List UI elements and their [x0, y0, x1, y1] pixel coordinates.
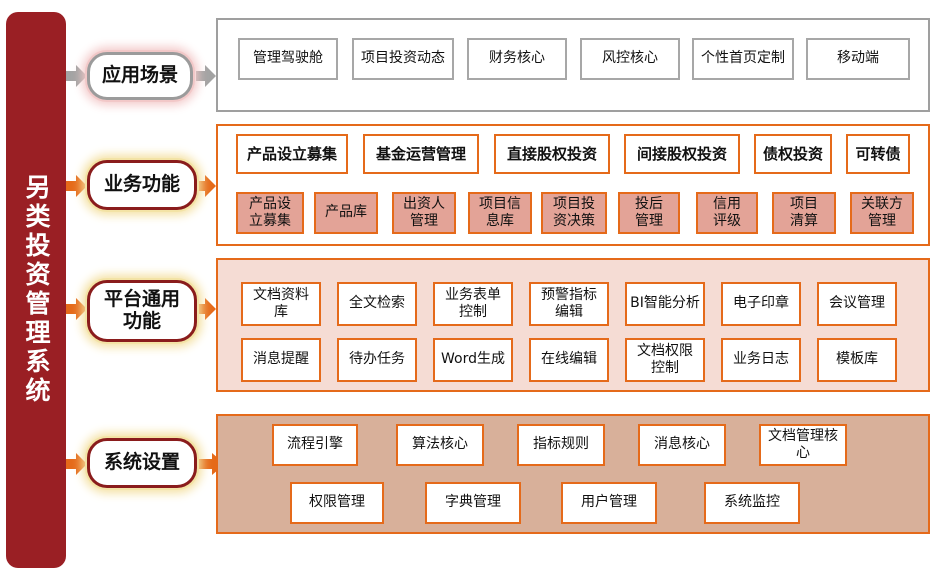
business-sub-item: 项目投 资决策 [541, 192, 607, 234]
row-label-business: 业务功能 [87, 160, 197, 210]
settings-item: 消息核心 [638, 424, 726, 466]
arrow-business-left [66, 175, 87, 197]
platform-item: 消息提醒 [241, 338, 321, 382]
settings-item: 流程引擎 [272, 424, 358, 466]
business-sub-item: 出资人 管理 [392, 192, 456, 234]
business-sub-item: 项目信 息库 [468, 192, 532, 234]
arrow-scenarios-right [196, 65, 216, 87]
arrow-business-right [196, 175, 216, 197]
platform-item: 业务日志 [721, 338, 801, 382]
settings-item: 文档管理核 心 [759, 424, 847, 466]
sidebar-title-bar: 另类投资管理系统 [6, 12, 66, 568]
row-label-scenarios: 应用场景 [87, 52, 193, 100]
business-sub-item: 产品库 [314, 192, 378, 234]
business-main-item: 基金运营管理 [363, 134, 479, 174]
business-sub-item: 投后 管理 [618, 192, 680, 234]
settings-item: 算法核心 [396, 424, 484, 466]
scenario-item: 移动端 [806, 38, 910, 80]
platform-item: 业务表单 控制 [433, 282, 513, 326]
scenario-item: 个性首页定制 [692, 38, 794, 80]
platform-item: 在线编辑 [529, 338, 609, 382]
platform-item: 模板库 [817, 338, 897, 382]
arrow-scenarios-left [66, 65, 87, 87]
platform-item: 文档资料 库 [241, 282, 321, 326]
platform-item: BI智能分析 [625, 282, 705, 326]
panel-business [216, 124, 930, 246]
platform-item: 全文检索 [337, 282, 417, 326]
business-main-item: 产品设立募集 [236, 134, 348, 174]
platform-item: Word生成 [433, 338, 513, 382]
settings-item: 指标规则 [517, 424, 605, 466]
row-label-settings: 系统设置 [87, 438, 197, 488]
scenario-item: 项目投资动态 [352, 38, 454, 80]
settings-item: 系统监控 [704, 482, 800, 524]
business-sub-item: 产品设 立募集 [236, 192, 304, 234]
business-main-item: 直接股权投资 [494, 134, 610, 174]
settings-item: 权限管理 [290, 482, 384, 524]
platform-item: 文档权限 控制 [625, 338, 705, 382]
platform-item: 预警指标 编辑 [529, 282, 609, 326]
scenario-item: 管理驾驶舱 [238, 38, 338, 80]
arrow-platform-left [66, 298, 87, 320]
business-sub-item: 关联方 管理 [850, 192, 914, 234]
scenario-item: 风控核心 [580, 38, 680, 80]
arrow-platform-right [196, 298, 216, 320]
platform-item: 会议管理 [817, 282, 897, 326]
business-main-item: 债权投资 [754, 134, 832, 174]
business-sub-item: 项目 清算 [772, 192, 836, 234]
system-title: 另类投资管理系统 [22, 174, 51, 406]
business-main-item: 可转债 [846, 134, 910, 174]
settings-item: 字典管理 [425, 482, 521, 524]
business-sub-item: 信用 评级 [696, 192, 758, 234]
platform-item: 待办任务 [337, 338, 417, 382]
scenario-item: 财务核心 [467, 38, 567, 80]
row-label-platform: 平台通用 功能 [87, 280, 197, 342]
settings-item: 用户管理 [561, 482, 657, 524]
arrow-settings-left [66, 453, 87, 475]
platform-item: 电子印章 [721, 282, 801, 326]
business-main-item: 间接股权投资 [624, 134, 740, 174]
